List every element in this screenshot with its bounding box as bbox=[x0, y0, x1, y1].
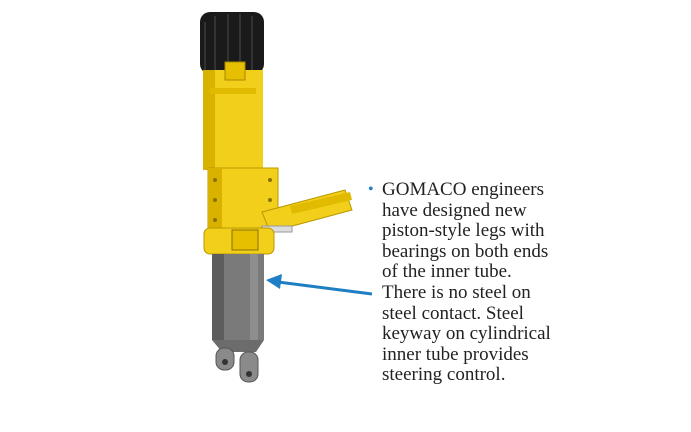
top-cap bbox=[200, 12, 264, 74]
clevis-feet bbox=[215, 347, 259, 383]
callout-line: of the inner tube. bbox=[382, 261, 512, 283]
callout-line: bearings on both ends bbox=[382, 240, 549, 262]
callout-line: piston-style legs with bbox=[382, 220, 545, 242]
callout-text: • GOMACO engineers have designed new pis… bbox=[368, 179, 688, 386]
callout-line: GOMACO engineers bbox=[382, 179, 545, 200]
bullet-icon: • bbox=[368, 181, 374, 198]
callout-arrow bbox=[266, 274, 373, 296]
callout-line: steel contact. Steel bbox=[382, 302, 524, 324]
callout-line: There is no steel on bbox=[382, 281, 531, 303]
callout-line: steering control. bbox=[382, 364, 506, 386]
callout-line: have designed new bbox=[382, 199, 527, 221]
gearbox-block bbox=[207, 167, 279, 231]
upper-tube bbox=[203, 61, 263, 170]
callout-line: keyway on cylindrical bbox=[382, 323, 551, 345]
collar bbox=[203, 227, 275, 255]
inner-tube bbox=[212, 254, 264, 352]
callout-line: inner tube provides bbox=[382, 343, 529, 365]
steering-arm bbox=[261, 189, 353, 233]
